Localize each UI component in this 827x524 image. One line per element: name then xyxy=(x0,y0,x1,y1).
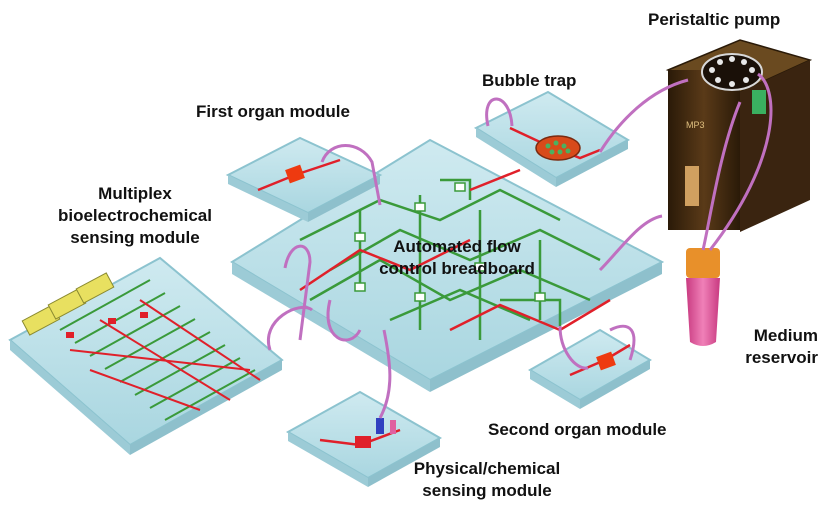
tubing xyxy=(266,72,773,419)
label-second-organ-module: Second organ module xyxy=(488,420,667,439)
label-medium-line1: Medium xyxy=(753,326,818,345)
label-multiplex-line2: bioelectrochemical xyxy=(57,206,212,225)
label-multiplex-sensing-module: Multiplex bioelectrochemical sensing mod… xyxy=(40,183,230,249)
medium-reservoir xyxy=(686,248,720,346)
label-physical-line1: Physical/chemical xyxy=(413,459,561,478)
second-organ-module-plate xyxy=(528,328,652,409)
label-multiplex-line1: Multiplex xyxy=(98,184,172,203)
label-flow-control-breadboard: Automated flow control breadboard xyxy=(357,236,557,280)
physical-sensing-plate xyxy=(285,390,443,487)
peristaltic-pump: MP3 xyxy=(665,39,813,232)
label-peristaltic-pump: Peristaltic pump xyxy=(648,10,781,29)
label-medium-reservoir: Medium reservoir xyxy=(704,325,818,369)
label-flow-line1: Automated flow xyxy=(393,237,521,256)
multiplex-sensing-plate xyxy=(8,256,284,455)
label-multiplex-line3: sensing module xyxy=(70,228,200,247)
bubble-trap-plate xyxy=(473,90,631,187)
label-flow-line2: control breadboard xyxy=(379,259,535,278)
label-physical-sensing-module: Physical/chemical sensing module xyxy=(382,458,592,502)
label-first-organ-module: First organ module xyxy=(196,102,350,121)
pump-mark: MP3 xyxy=(686,120,705,130)
label-medium-line2: reservoir xyxy=(745,348,818,367)
label-bubble-trap: Bubble trap xyxy=(482,71,577,90)
first-organ-module-plate xyxy=(225,136,383,222)
label-physical-line2: sensing module xyxy=(422,481,552,500)
